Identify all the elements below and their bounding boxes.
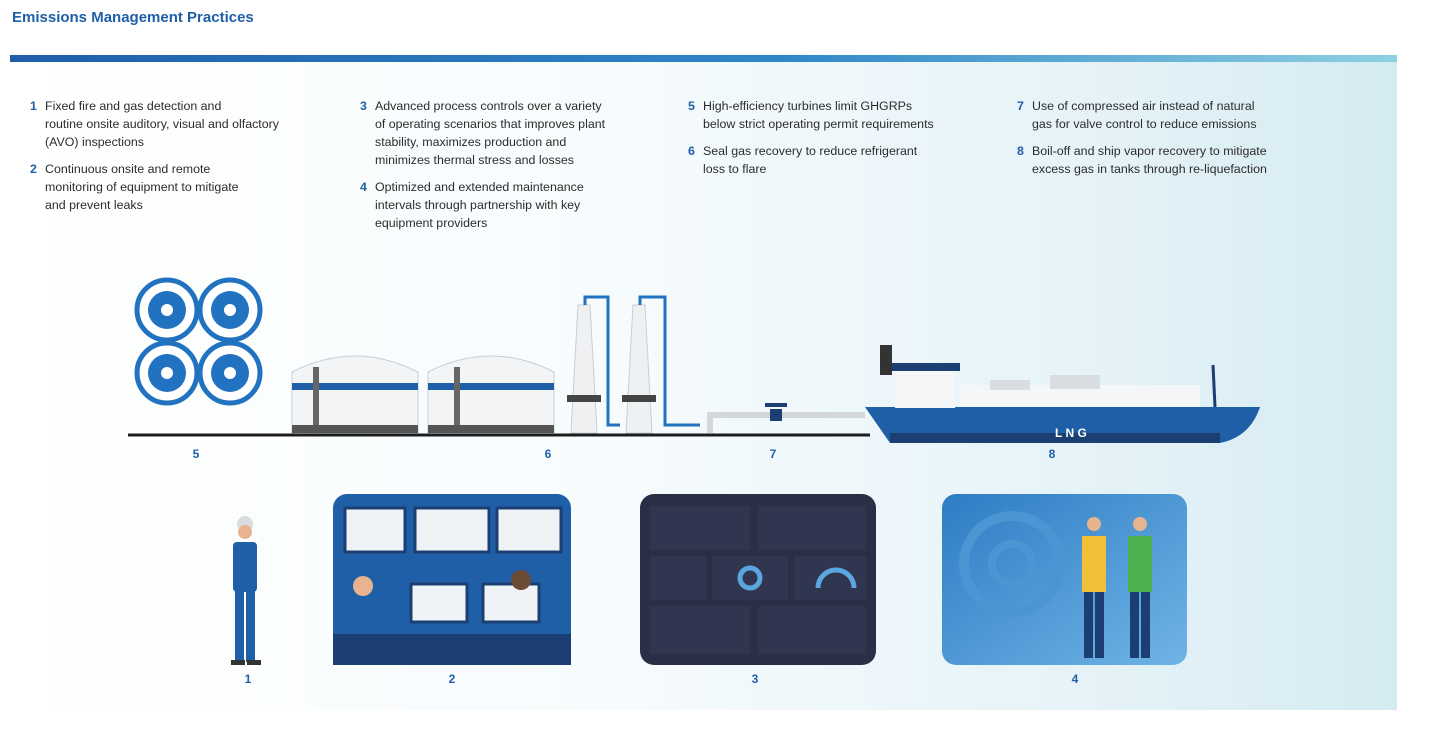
- pipeline-valve-icon: [707, 403, 865, 433]
- practice-item-7: 7 Use of compressed air instead of natur…: [1017, 97, 1267, 133]
- control-room-illustration: [333, 494, 571, 665]
- maintenance-illustration: [942, 494, 1187, 665]
- practice-number: 3: [360, 99, 367, 113]
- flare-stack-icon-2: [622, 295, 700, 434]
- diagram-label-control-room: 2: [448, 672, 456, 686]
- practice-item-6: 6 Seal gas recovery to reduce refrigeran…: [688, 142, 934, 178]
- dashboard-illustration: [640, 494, 876, 665]
- practices-column-1: 1 Fixed fire and gas detection and routi…: [30, 97, 279, 223]
- diagram-label-valve: 7: [769, 447, 777, 461]
- practice-text: Advanced process controls over a variety…: [375, 99, 606, 167]
- turbine-fan-icon-1: [134, 277, 200, 343]
- practice-number: 6: [688, 144, 695, 158]
- practice-text: Boil-off and ship vapor recovery to miti…: [1032, 144, 1267, 176]
- turbine-fan-icon-2: [197, 277, 263, 343]
- turbine-fan-icon-3: [134, 340, 200, 406]
- practice-number: 7: [1017, 99, 1024, 113]
- lng-process-diagram: L N G: [128, 277, 1260, 443]
- practice-item-3: 3 Advanced process controls over a varie…: [360, 97, 605, 169]
- page-title: Emissions Management Practices: [12, 9, 254, 26]
- storage-tank-icon-1: [291, 355, 419, 434]
- practice-item-2: 2 Continuous onsite and remote monitorin…: [30, 160, 279, 214]
- practice-text: Fixed fire and gas detection and routine…: [45, 99, 279, 149]
- practice-text: Seal gas recovery to reduce refrigerant …: [703, 144, 918, 176]
- practice-number: 5: [688, 99, 695, 113]
- diagram-label-turbines: 5: [192, 447, 200, 461]
- practice-number: 4: [360, 180, 367, 194]
- practice-item-4: 4 Optimized and extended maintenance int…: [360, 178, 605, 232]
- storage-tank-icon-2: [427, 355, 555, 434]
- diagram-label-flare: 6: [544, 447, 552, 461]
- practice-number: 2: [30, 162, 37, 176]
- field-worker-icon: [231, 516, 261, 665]
- ship-lng-text: L N G: [1055, 426, 1087, 440]
- practice-number: 8: [1017, 144, 1024, 158]
- lng-ship-icon: [865, 345, 1260, 443]
- practices-column-4: 7 Use of compressed air instead of natur…: [1017, 97, 1267, 187]
- practice-item-1: 1 Fixed fire and gas detection and routi…: [30, 97, 279, 151]
- practice-number: 1: [30, 99, 37, 113]
- turbine-fan-icon-4: [197, 340, 263, 406]
- practices-column-2: 3 Advanced process controls over a varie…: [360, 97, 605, 241]
- practice-text: Continuous onsite and remote monitoring …: [45, 162, 239, 212]
- practices-column-3: 5 High-efficiency turbines limit GHGRPs …: [688, 97, 934, 187]
- diagram-label-ship: 8: [1048, 447, 1056, 461]
- practice-text: Optimized and extended maintenance inter…: [375, 180, 584, 230]
- practice-text: Use of compressed air instead of natural…: [1032, 99, 1257, 131]
- practice-text: High-efficiency turbines limit GHGRPs be…: [703, 99, 934, 131]
- diagram-label-dashboard: 3: [751, 672, 759, 686]
- flare-stack-icon-1: [567, 295, 620, 434]
- practice-item-5: 5 High-efficiency turbines limit GHGRPs …: [688, 97, 934, 133]
- practice-item-8: 8 Boil-off and ship vapor recovery to mi…: [1017, 142, 1267, 178]
- diagram-label-worker: 1: [244, 672, 252, 686]
- diagram-label-maintenance: 4: [1071, 672, 1079, 686]
- header-accent-bar: [10, 55, 1397, 62]
